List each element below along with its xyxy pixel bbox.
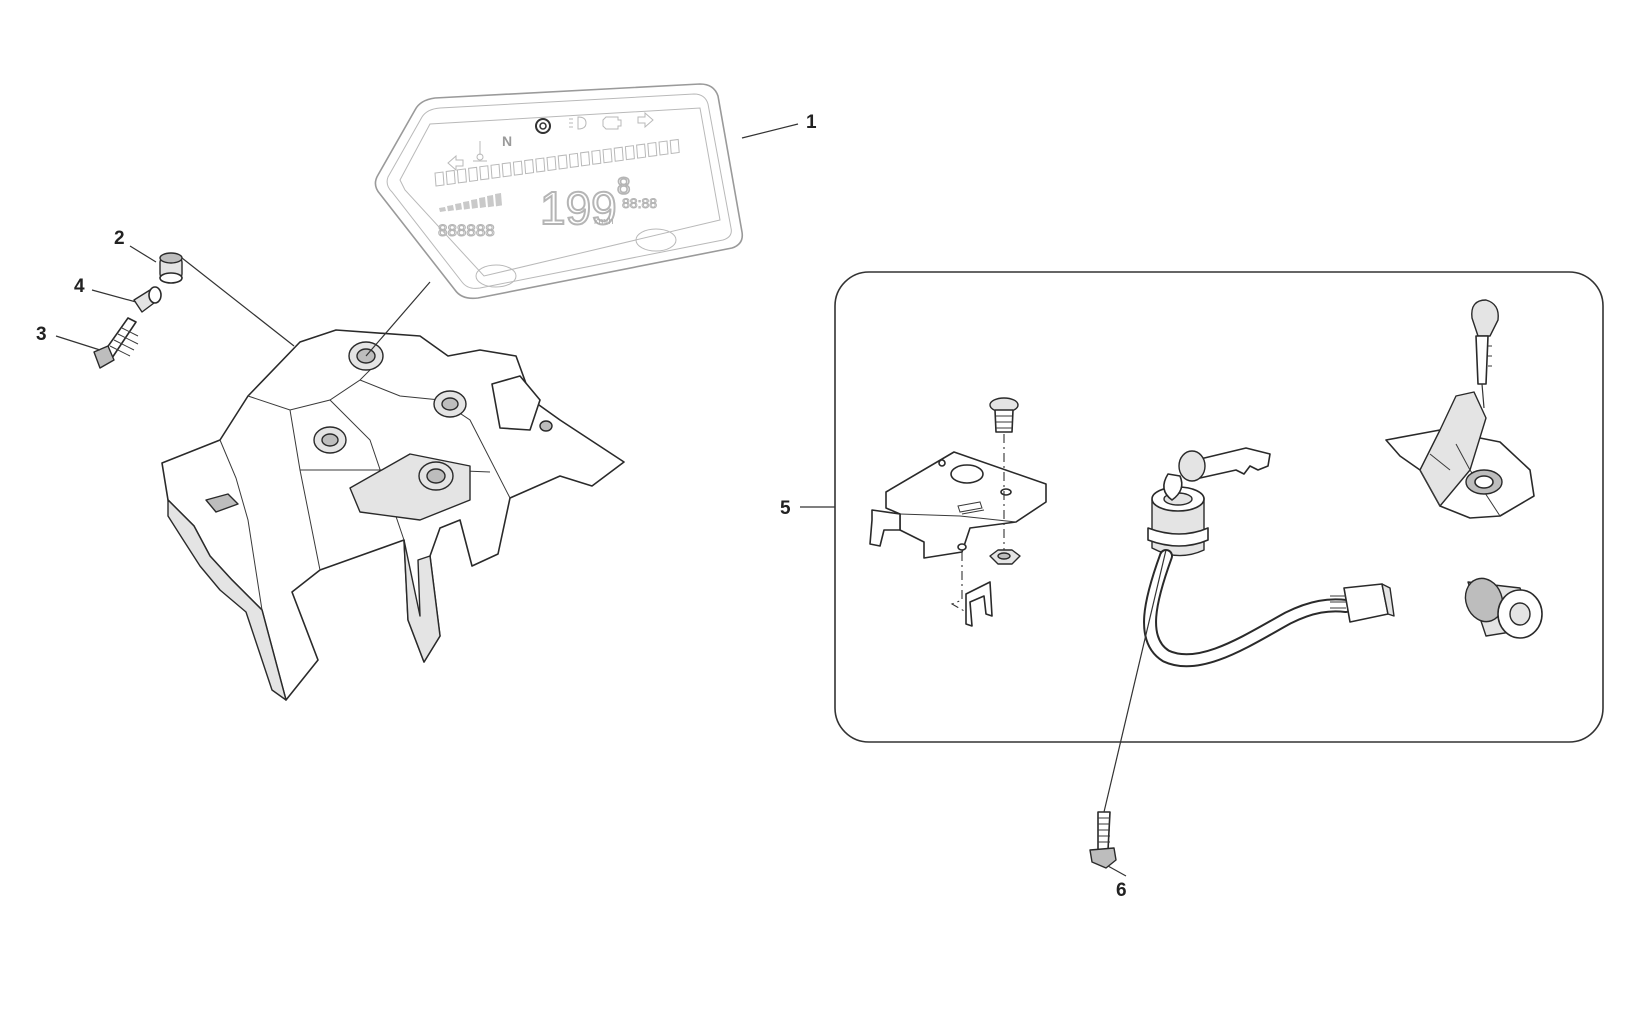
- abs-icon: [535, 118, 551, 134]
- tach-segment: [647, 141, 658, 158]
- speed-readout: 199: [540, 182, 617, 234]
- lock-cylinder: [1464, 577, 1543, 639]
- turn-right-icon: [637, 111, 654, 129]
- tach-segment: [669, 138, 680, 155]
- fuel-segment: [463, 201, 470, 210]
- cluster-mount-right: [635, 228, 677, 252]
- tach-segment: [535, 157, 546, 173]
- instrument-cluster: N 199 km/h 8 88:88 888888: [374, 83, 744, 300]
- tach-segment: [524, 159, 535, 175]
- callout-2: 2: [114, 228, 295, 347]
- callout-label-1: 1: [806, 112, 817, 133]
- lock-key: [1471, 299, 1499, 385]
- coolant-temp-icon: [473, 141, 487, 162]
- ignition-key: [1163, 447, 1271, 501]
- fuel-segment: [487, 195, 494, 208]
- tachometer-bar-graph: [434, 138, 680, 187]
- odometer-readout: 888888: [438, 221, 495, 240]
- spacer-part-4: [133, 286, 162, 313]
- callout-4: 4: [74, 276, 137, 303]
- callout-1: 1: [741, 112, 817, 139]
- fuel-gauge-bars: [439, 193, 502, 212]
- cluster-mount-left: [475, 264, 517, 288]
- bracket-nut: [989, 549, 1021, 565]
- neutral-icon: N: [502, 133, 512, 149]
- bracket-clip: [965, 581, 993, 627]
- callout-label-4: 4: [74, 276, 85, 297]
- speed-unit-kmh: km/h: [594, 216, 614, 226]
- lock-cover: [1385, 391, 1535, 519]
- tach-segment: [456, 168, 467, 184]
- tach-segment: [636, 143, 647, 159]
- tach-segment: [557, 154, 568, 170]
- callout-5: 5: [780, 498, 835, 519]
- callout-label-3: 3: [36, 324, 47, 345]
- fuel-segment: [479, 197, 486, 208]
- fuel-segment: [455, 203, 462, 211]
- callout-label-5: 5: [780, 498, 791, 519]
- callout-6: 6: [1107, 865, 1127, 901]
- indicator-icons: N: [447, 111, 654, 172]
- fuel-segment: [439, 207, 446, 212]
- ignition-bracket: [869, 451, 1047, 559]
- tach-segment: [613, 146, 624, 162]
- turn-left-icon: [447, 154, 464, 172]
- screw-part-3: [93, 317, 139, 369]
- tach-segment: [445, 169, 456, 186]
- instrument-housing: [161, 329, 625, 701]
- tach-segment: [591, 149, 602, 165]
- ignition-switch: [1143, 486, 1395, 668]
- fuel-segment: [471, 199, 478, 209]
- tach-segment: [501, 162, 512, 178]
- grommet-part-2: [159, 252, 183, 284]
- clock-readout: 88:88: [622, 195, 657, 211]
- tach-segment: [468, 166, 479, 182]
- callout-label-6: 6: [1116, 880, 1127, 901]
- gear-readout: 8: [617, 173, 630, 200]
- tach-segment: [580, 151, 591, 167]
- speed-display: 199 km/h: [539, 181, 618, 235]
- headlight-icon: [569, 116, 587, 130]
- tach-segment: [568, 152, 579, 168]
- fuel-segment: [495, 193, 502, 207]
- screw-part-6: [1089, 811, 1117, 869]
- tach-segment: [602, 148, 613, 164]
- bracket-screw: [989, 397, 1019, 433]
- tach-segment: [479, 165, 490, 181]
- callout-3: 3: [36, 324, 101, 351]
- tach-segment: [490, 163, 501, 179]
- tach-segment: [512, 160, 523, 176]
- tach-segment: [546, 155, 557, 172]
- callout-label-2: 2: [114, 228, 125, 249]
- tach-segment: [434, 171, 445, 187]
- fuel-segment: [447, 205, 454, 212]
- tach-segment: [658, 140, 669, 156]
- tach-segment: [624, 145, 635, 161]
- engine-check-icon: [602, 116, 622, 130]
